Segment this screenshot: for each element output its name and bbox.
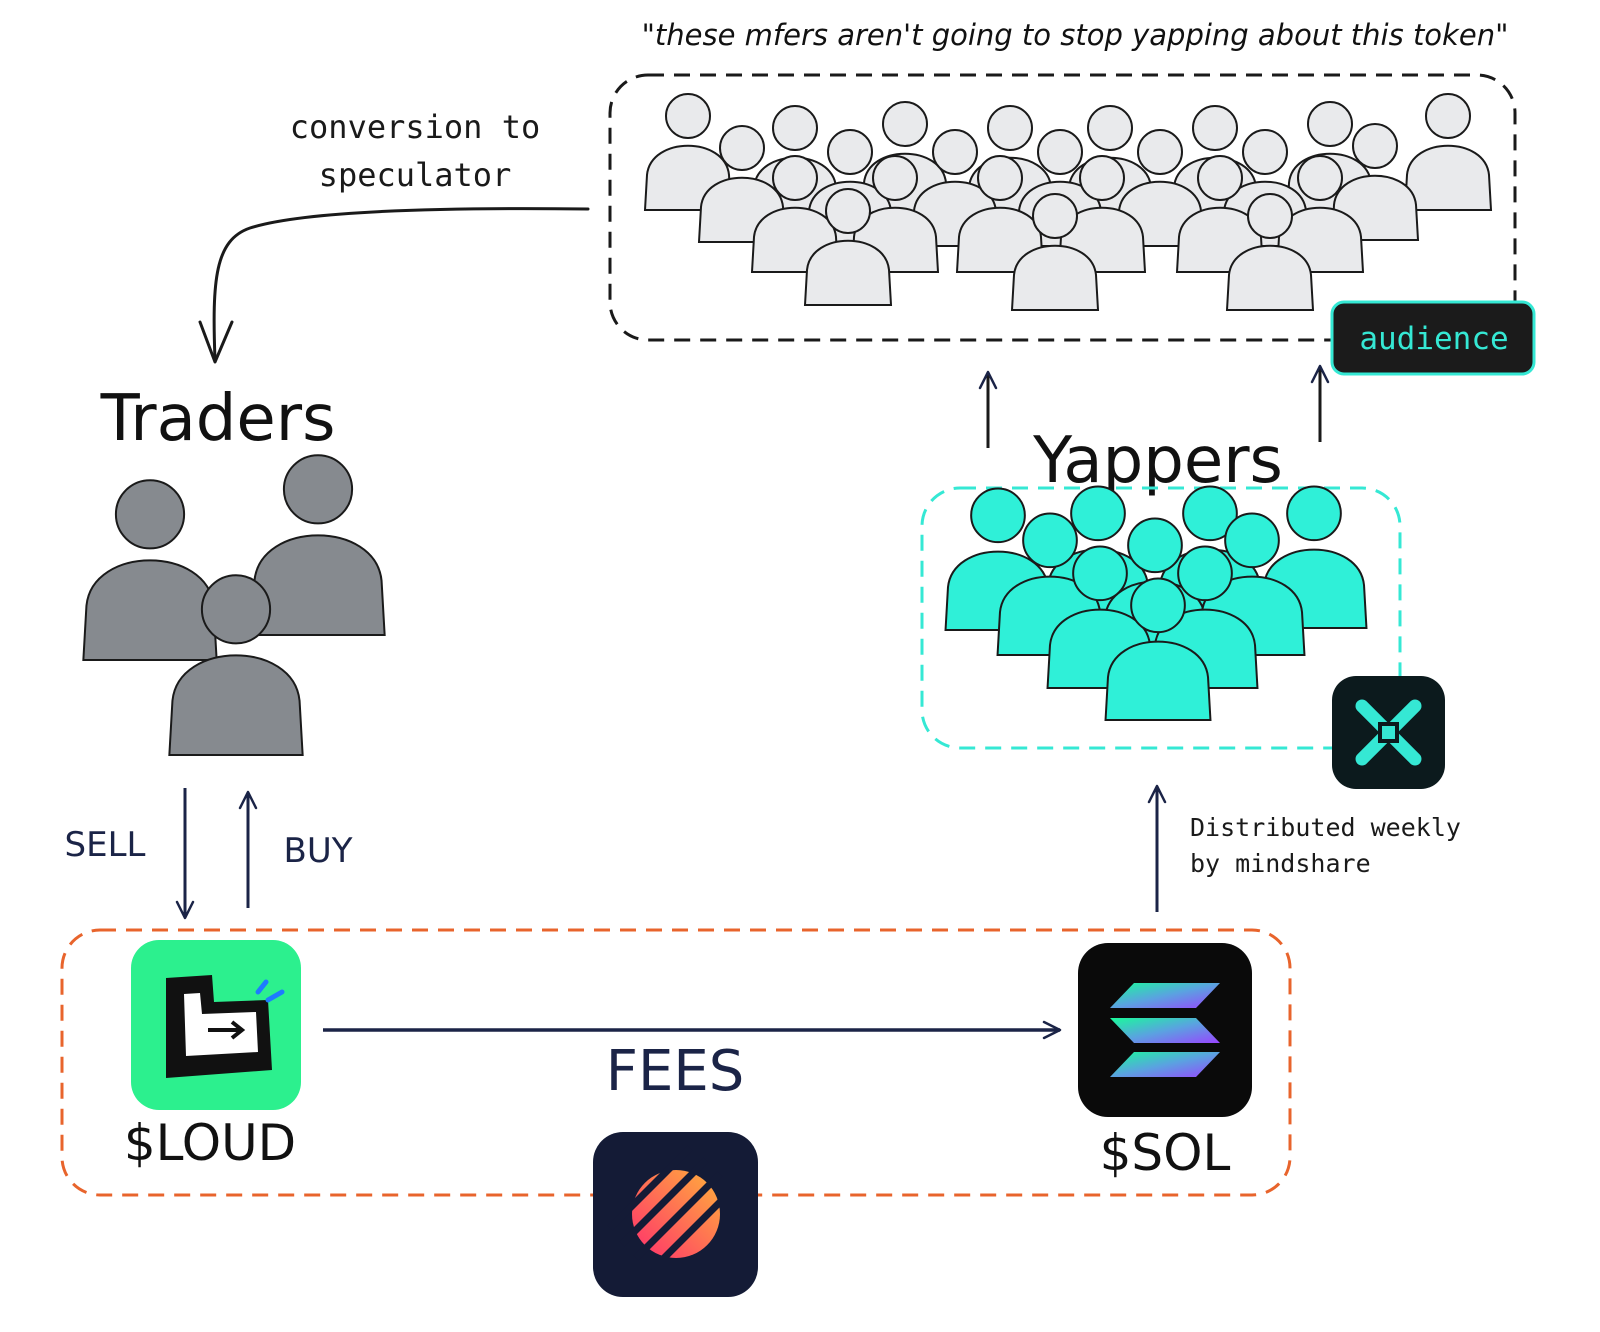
audience-badge: audience <box>1330 300 1536 376</box>
traders-group <box>82 454 386 756</box>
audience-label: audience <box>1359 321 1508 357</box>
conversion-label-line2: speculator <box>319 156 512 194</box>
quote-text: "these mfers aren't going to stop yappin… <box>642 18 1509 52</box>
audience-box <box>608 73 1517 342</box>
audience-crowd <box>643 93 1493 311</box>
audience-person <box>955 155 1045 273</box>
conversion-arrowhead <box>198 320 234 364</box>
sol-label: $SOL <box>1100 1124 1231 1182</box>
loud-label: $LOUD <box>124 1114 296 1172</box>
buy-label: BUY <box>284 831 353 871</box>
distributed-line1: Distributed weekly <box>1190 813 1461 842</box>
trader-person <box>168 574 304 756</box>
solana-icon <box>1078 943 1252 1117</box>
audience-person <box>1010 193 1100 311</box>
sell-label: SELL <box>65 825 146 865</box>
trader-person <box>250 454 386 636</box>
yappers-crowd <box>944 485 1368 721</box>
yappers-box <box>920 486 1402 750</box>
yappers-title: Yappers <box>1032 424 1283 498</box>
audience-person <box>1225 193 1315 311</box>
audience-person <box>697 125 787 243</box>
loud-app-icon <box>131 940 301 1110</box>
audience-person <box>1403 93 1493 211</box>
distributed-line2: by mindshare <box>1190 849 1371 878</box>
audience-person <box>803 188 893 306</box>
fees-label: FEES <box>606 1039 745 1104</box>
conversion-label-line1: conversion to <box>290 108 540 146</box>
yapper-person <box>1104 577 1212 721</box>
traders-title: Traders <box>100 382 336 456</box>
x-logo-icon <box>1332 676 1445 789</box>
trader-person <box>82 479 218 661</box>
launchpad-icon <box>593 1132 758 1297</box>
conversion-arrow <box>212 207 590 362</box>
